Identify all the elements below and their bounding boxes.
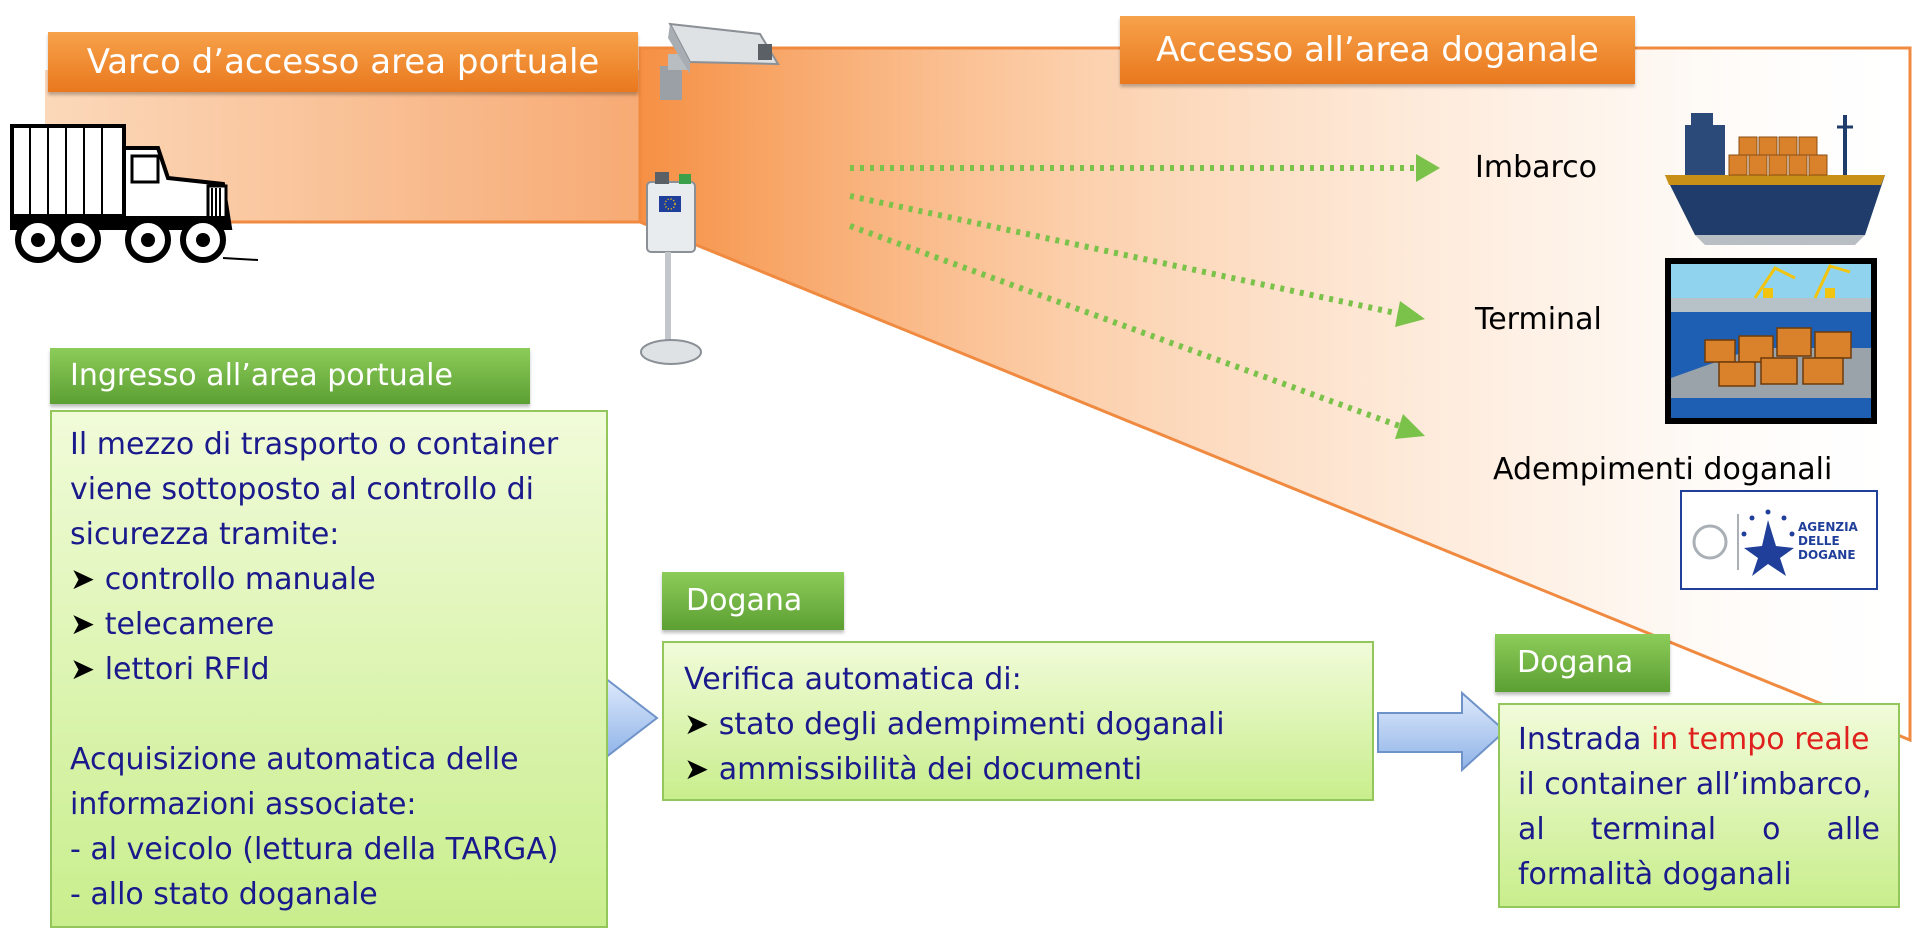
customs-check-item-status: ➤ stato degli adempimenti doganali [684, 702, 1352, 747]
cargo-ship-icon [1665, 113, 1885, 245]
dotted-arrow-boarding [850, 154, 1440, 182]
customs-route-box: Instrada in tempo reale il container all… [1498, 703, 1900, 908]
entry-intro-2: viene sottoposto al controllo di [70, 472, 534, 507]
check-label: controllo manuale [104, 562, 376, 597]
truck-icon [10, 124, 258, 263]
entry-title: Ingresso all’area portuale [50, 348, 530, 404]
customs-check-box: Verifica automatica di: ➤ stato degli ad… [662, 641, 1374, 801]
customs-check-label: stato degli adempimenti doganali [718, 707, 1225, 742]
entry-box: Il mezzo di trasporto o container viene … [50, 410, 608, 928]
customs-route-title: Dogana [1495, 634, 1670, 692]
check-label: telecamere [104, 607, 275, 642]
acquisition-item-vehicle: - al veicolo (lettura della TARGA) [70, 832, 559, 867]
customs-agency-logo: AGENZIA DELLE DOGANE [1680, 490, 1878, 590]
entry-intro-1: Il mezzo di trasporto o container [70, 427, 559, 462]
gate-label: Varco d’accesso area portuale [48, 32, 638, 92]
route-word: terminal [1590, 812, 1717, 847]
acquisition-line-1: Acquisizione automatica delle [70, 742, 519, 777]
bullet-arrow-icon: ➤ [70, 562, 96, 597]
customs-route-line-3: al terminal o alle [1518, 807, 1880, 852]
customs-check-intro: Verifica automatica di: [684, 662, 1022, 697]
route-word: o [1762, 812, 1781, 847]
check-item-rfid: ➤ lettori RFId [70, 647, 588, 692]
route-text-highlight: in tempo reale [1650, 722, 1870, 757]
dotted-arrow-customs [848, 223, 1425, 439]
customs-route-line-4: formalità doganali [1518, 857, 1792, 892]
port-terminal-icon [1665, 258, 1877, 424]
check-item-manual: ➤ controllo manuale [70, 557, 588, 602]
customs-check-label: ammissibilità dei documenti [718, 752, 1143, 787]
bullet-arrow-icon: ➤ [684, 752, 710, 787]
bullet-arrow-icon: ➤ [70, 607, 96, 642]
check-item-cameras: ➤ telecamere [70, 602, 588, 647]
route-word: al [1518, 812, 1545, 847]
destination-boarding: Imbarco [1475, 150, 1598, 185]
spacer [70, 692, 588, 737]
bullet-arrow-icon: ➤ [70, 652, 96, 687]
blue-arrow-to-customs-route [1377, 690, 1507, 773]
bullet-arrow-icon: ➤ [684, 707, 710, 742]
customs-route-line-1: Instrada in tempo reale [1518, 717, 1880, 762]
emblem-icon [1692, 509, 1795, 576]
logo-text: AGENZIA DELLE DOGANE [1798, 520, 1858, 562]
acquisition-line-2: informazioni associate: [70, 787, 417, 822]
entry-intro-3: sicurezza tramite: [70, 517, 340, 552]
route-word: alle [1826, 812, 1880, 847]
rfid-reader-icon [640, 172, 702, 365]
customs-route-line-2: il container all’imbarco, [1518, 767, 1872, 802]
acquisition-item-customs: - allo stato doganale [70, 877, 378, 912]
customs-area-label: Accesso all’area doganale [1120, 16, 1635, 84]
security-camera-icon [660, 22, 780, 100]
logo-line-1: AGENZIA [1798, 520, 1858, 534]
customs-check-item-documents: ➤ ammissibilità dei documenti [684, 747, 1352, 792]
route-text-start: Instrada [1518, 722, 1651, 757]
logo-line-3: DOGANE [1798, 548, 1856, 562]
destination-terminal: Terminal [1475, 302, 1602, 337]
dotted-arrow-terminal [849, 193, 1425, 327]
check-label: lettori RFId [104, 652, 270, 687]
destination-customs: Adempimenti doganali [1493, 452, 1833, 487]
customs-check-title: Dogana [662, 572, 844, 630]
logo-line-2: DELLE [1798, 534, 1840, 548]
